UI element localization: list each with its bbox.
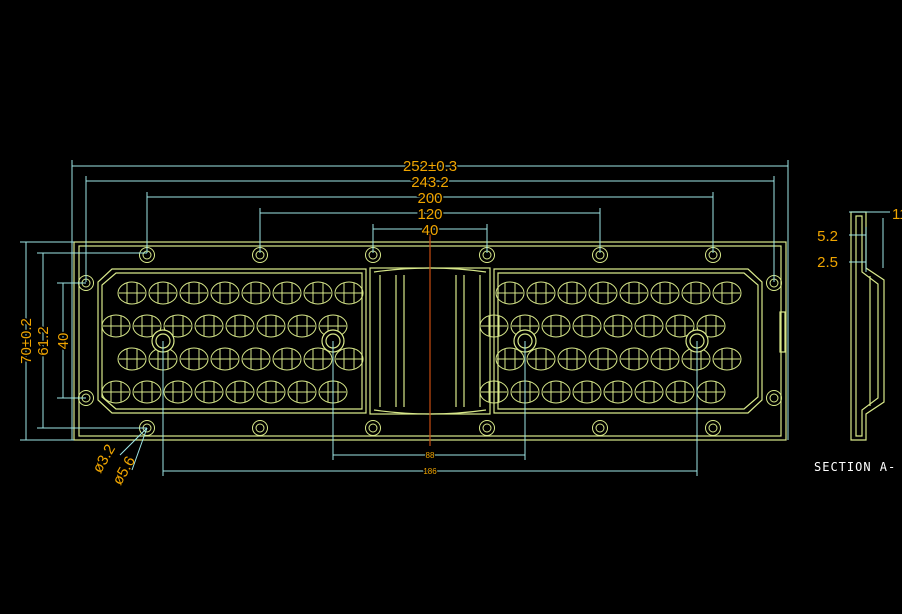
lens	[163, 314, 193, 338]
lens	[572, 380, 602, 404]
lens	[210, 281, 240, 305]
section-dim-top: 11	[892, 206, 902, 223]
lens	[194, 380, 224, 404]
dim-hole-span-outer: 243.2	[411, 174, 449, 191]
lens	[241, 347, 271, 371]
section-dim-5-2: 5.2	[817, 228, 838, 245]
lens	[194, 314, 224, 338]
lens	[526, 347, 556, 371]
lens	[541, 380, 571, 404]
dim-width-61: 61.2	[35, 326, 52, 355]
dimension-labels: 252±0.3 243.2 200 120 40 70±0.2 61.2 40 …	[17, 157, 459, 488]
lens	[287, 380, 317, 404]
lens	[272, 281, 302, 305]
lens	[303, 281, 333, 305]
lens-array	[101, 281, 742, 404]
lens	[696, 380, 726, 404]
section-view: 5.2 2.5 11 SECTION A-	[814, 206, 902, 474]
lens	[256, 314, 286, 338]
section-dim-2-5: 2.5	[817, 254, 838, 271]
mounting-hole	[365, 420, 381, 436]
lens	[179, 281, 209, 305]
dim-center-span-88: 88	[426, 451, 435, 460]
lens	[603, 314, 633, 338]
lens	[132, 380, 162, 404]
lens	[619, 347, 649, 371]
lens	[117, 347, 147, 371]
lens	[557, 347, 587, 371]
mounting-hole	[252, 420, 268, 436]
dim-center-span-186: 186	[423, 467, 437, 476]
lens	[303, 347, 333, 371]
lens	[588, 347, 618, 371]
lens	[557, 281, 587, 305]
lens	[712, 347, 742, 371]
lens	[225, 314, 255, 338]
lens	[117, 281, 147, 305]
lens	[650, 347, 680, 371]
lens	[526, 281, 556, 305]
section-label: SECTION A-	[814, 460, 896, 474]
lens	[665, 380, 695, 404]
lens	[210, 347, 240, 371]
lens	[696, 314, 726, 338]
dim-hole-span-40: 40	[422, 222, 439, 239]
lens	[495, 281, 525, 305]
lens	[603, 380, 633, 404]
lens	[588, 281, 618, 305]
lens	[163, 380, 193, 404]
dim-overall-length: 252±0.3	[403, 158, 457, 175]
dim-overall-width: 70±0.2	[18, 318, 35, 364]
lens	[572, 314, 602, 338]
dim-width-40: 40	[55, 333, 72, 350]
lens	[132, 314, 162, 338]
lens	[179, 347, 209, 371]
lens	[634, 380, 664, 404]
lens	[101, 380, 131, 404]
lens	[334, 347, 364, 371]
lens	[541, 314, 571, 338]
lens	[241, 281, 271, 305]
lens	[479, 380, 509, 404]
lens	[665, 314, 695, 338]
lens	[619, 281, 649, 305]
mounting-hole	[766, 390, 782, 406]
lens	[650, 281, 680, 305]
lens	[256, 380, 286, 404]
lens	[712, 281, 742, 305]
lens	[634, 314, 664, 338]
lens	[101, 314, 131, 338]
lens	[287, 314, 317, 338]
dimension-lines	[20, 160, 789, 476]
lens	[681, 281, 711, 305]
lens	[334, 281, 364, 305]
mounting-hole	[592, 420, 608, 436]
dim-hole-span-120: 120	[417, 206, 442, 223]
lens	[148, 281, 178, 305]
lens	[225, 380, 255, 404]
mounting-hole	[705, 420, 721, 436]
lens	[272, 347, 302, 371]
dim-hole-span-200: 200	[417, 190, 442, 207]
mounting-hole	[479, 420, 495, 436]
lens	[479, 314, 509, 338]
lens	[495, 347, 525, 371]
